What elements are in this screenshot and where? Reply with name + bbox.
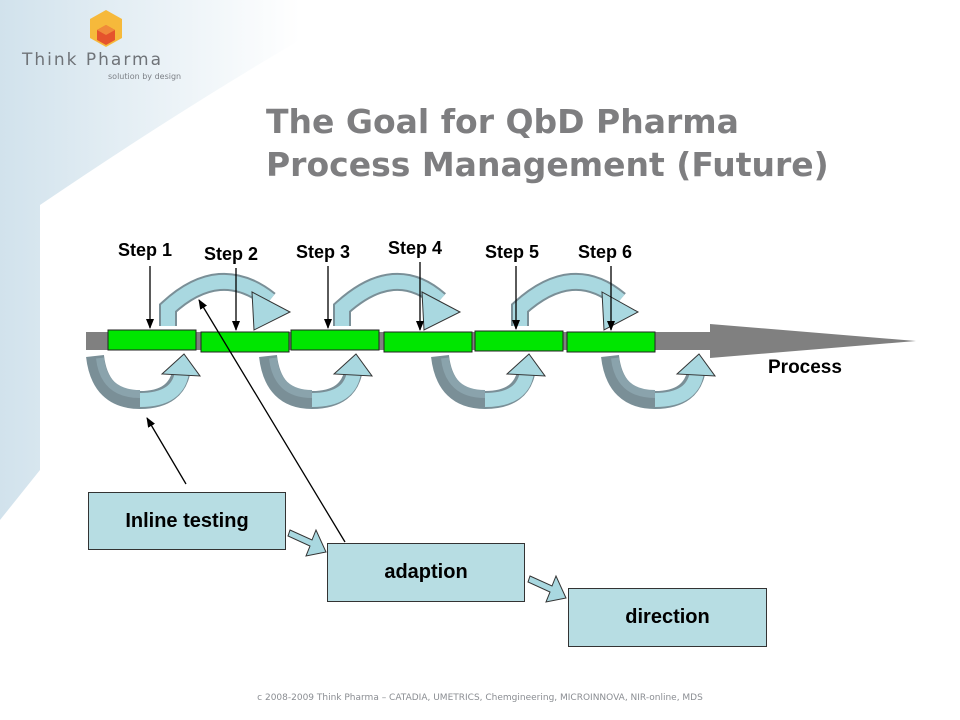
footer-copyright: c 2008-2009 Think Pharma – CATADIA, UMET… xyxy=(257,693,703,703)
step-label-2: Step 2 xyxy=(204,244,259,264)
direction-box: direction xyxy=(568,588,767,647)
bottom-loop-arrow-3 xyxy=(431,353,547,410)
adaption-box: adaption xyxy=(327,543,525,602)
page-title: The Goal for QbD Pharma Process Manageme… xyxy=(266,100,946,186)
top-loop-arrow-1 xyxy=(159,272,292,331)
step-segment-1 xyxy=(107,329,197,351)
adaption-connector xyxy=(198,299,346,543)
title-line-1: The Goal for QbD Pharma xyxy=(266,102,739,141)
bottom-loop-arrow-1 xyxy=(86,353,202,410)
step-segment-3 xyxy=(290,329,380,351)
step-segment-6 xyxy=(566,331,656,353)
step-segment-2 xyxy=(200,331,290,353)
step-label-3: Step 3 xyxy=(296,242,351,262)
title-line-2: Process Management (Future) xyxy=(266,145,829,184)
inline-testing-box: Inline testing xyxy=(88,492,286,550)
bottom-loop-arrow-2 xyxy=(259,353,374,410)
process-label: Process xyxy=(768,357,842,378)
bottom-loop-arrow-4 xyxy=(601,353,717,410)
logo-tagline: solution by design xyxy=(108,72,182,81)
step-label-5: Step 5 xyxy=(485,242,540,262)
top-loop-arrow-2 xyxy=(333,272,462,331)
step-label-1: Step 1 xyxy=(118,240,173,260)
box-flow-arrow-1 xyxy=(287,528,327,557)
box-flow-arrow-2 xyxy=(527,574,567,603)
logo-name: Think Pharma xyxy=(22,50,164,70)
step-label-4: Step 4 xyxy=(388,238,443,258)
step-segment-5 xyxy=(474,330,564,352)
inline-testing-connector xyxy=(146,417,187,485)
logo-icon xyxy=(90,10,122,47)
step-segment-4 xyxy=(383,331,473,353)
top-loop-arrow-3 xyxy=(511,272,640,331)
step-label-6: Step 6 xyxy=(578,242,633,262)
